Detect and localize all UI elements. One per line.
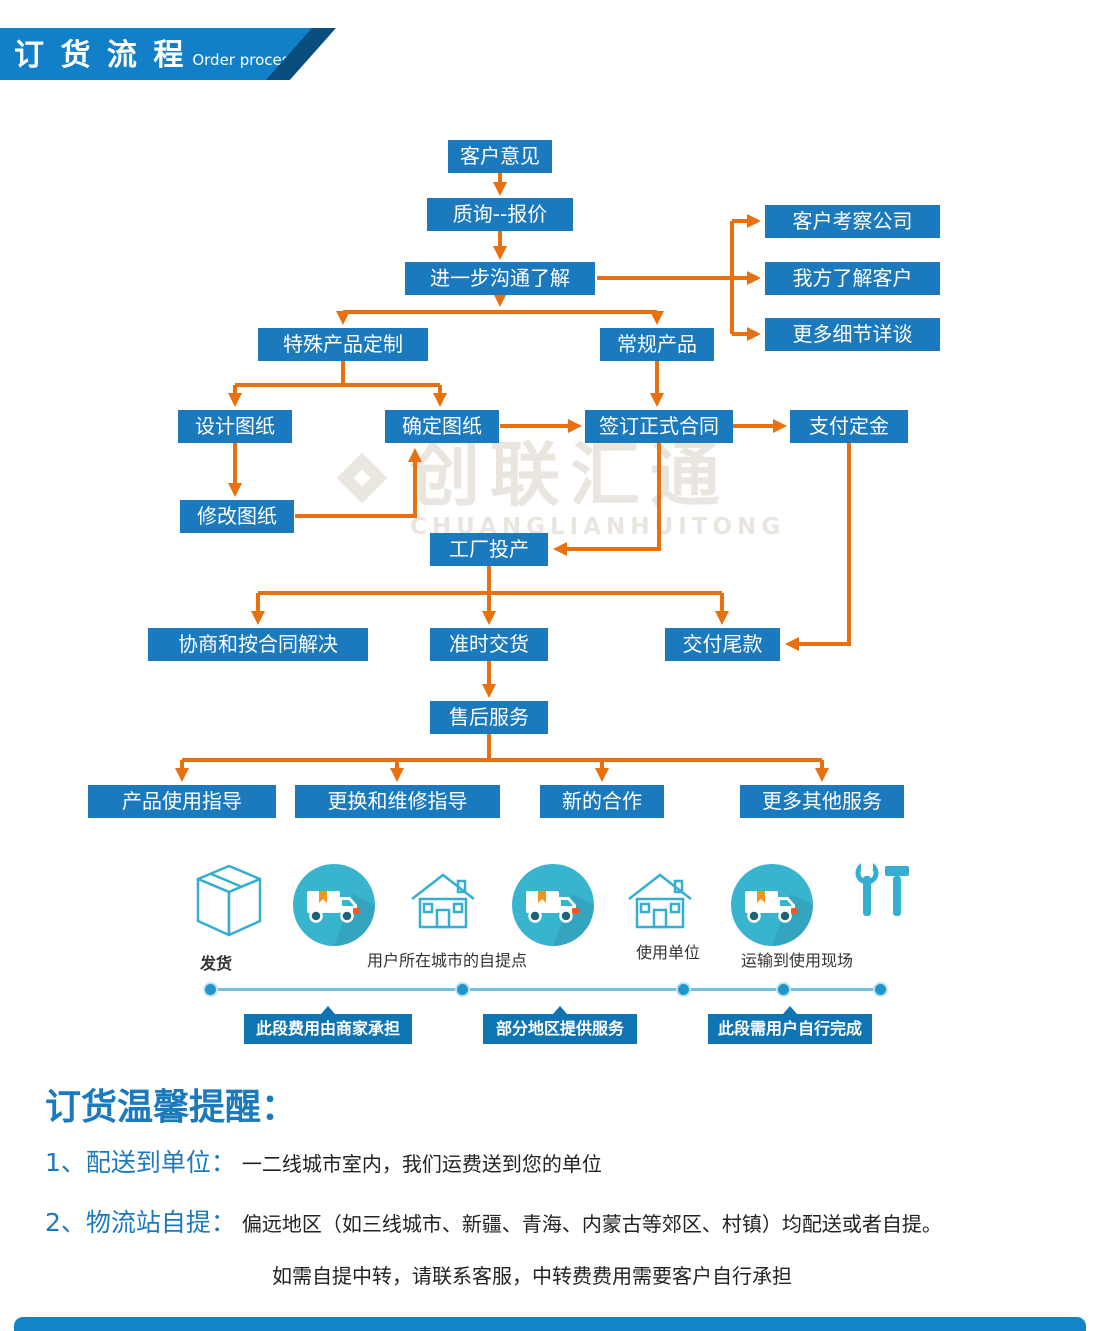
flow-node-modify-drawing: 修改图纸 xyxy=(180,500,294,533)
section-header: 订 货 流 程 Order process xyxy=(0,28,312,80)
flow-node-aftersale-service: 售后服务 xyxy=(430,701,548,734)
flow-node-factory-production: 工厂投产 xyxy=(430,533,548,566)
flow-node-ontime-delivery: 准时交货 xyxy=(430,628,548,661)
brand-watermark: 创联汇通 CHUANGLIANHUITONG xyxy=(330,438,785,540)
brand-logo-icon xyxy=(336,452,388,504)
next-section-bar xyxy=(14,1317,1086,1331)
flow-node-special-product-custom: 特殊产品定制 xyxy=(258,328,428,361)
timeline-dot xyxy=(676,982,691,997)
usage-unit-label: 使用单位 xyxy=(636,943,701,962)
flow-node-pay-balance: 交付尾款 xyxy=(665,628,780,661)
flow-node-more-other-services: 更多其他服务 xyxy=(740,785,904,818)
section-subtitle: Order process xyxy=(192,51,298,69)
timeline-line xyxy=(210,988,880,991)
timeline-dot xyxy=(873,982,888,997)
ship-label: 发货 xyxy=(200,954,233,973)
flow-node-new-cooperation: 新的合作 xyxy=(540,785,664,818)
tools-icon xyxy=(855,860,909,916)
pickup-label: 用户所在城市的自提点 xyxy=(367,951,528,970)
transport-label: 运输到使用现场 xyxy=(741,951,854,970)
flow-node-regular-product: 常规产品 xyxy=(600,328,714,361)
timeline-dot xyxy=(776,982,791,997)
delivery-truck-icon xyxy=(293,864,375,946)
ribbon-partial-service: 部分地区提供服务 xyxy=(483,1006,637,1044)
flow-node-inquiry-quote: 质询--报价 xyxy=(427,198,573,231)
flow-node-customer-visit-company: 客户考察公司 xyxy=(765,205,940,238)
reminder-item-2: 2、物流站自提： 偏远地区（如三线城市、新疆、青海、内蒙古等郊区、村镇）均配送或… xyxy=(45,1203,942,1239)
flow-node-replace-repair-guide: 更换和维修指导 xyxy=(295,785,500,818)
flow-node-pay-deposit: 支付定金 xyxy=(790,410,908,443)
section-title: 订 货 流 程 xyxy=(14,38,187,73)
flow-node-sign-contract: 签订正式合同 xyxy=(585,410,733,443)
delivery-truck-icon xyxy=(512,864,594,946)
reminder-item-2-text: 偏远地区（如三线城市、新疆、青海、内蒙古等郊区、村镇）均配送或者自提。 xyxy=(241,1212,942,1236)
reminder-item-1: 1、配送到单位： 一二线城市室内，我们运费送到您的单位 xyxy=(45,1143,602,1179)
usage-house-icon xyxy=(628,873,692,929)
reminder-item-1-text: 一二线城市室内，我们运费送到您的单位 xyxy=(241,1152,602,1176)
delivery-truck-icon xyxy=(731,864,813,946)
brand-name-cn: 创联汇通 xyxy=(410,434,730,516)
flow-node-customer-feedback: 客户意见 xyxy=(448,140,552,173)
timeline-dot xyxy=(455,982,470,997)
flow-node-further-communication: 进一步沟通了解 xyxy=(405,262,595,295)
timeline-dot xyxy=(203,982,218,997)
flow-node-negotiate-by-contract: 协商和按合同解决 xyxy=(148,628,368,661)
reminder-title: 订货温馨提醒： xyxy=(45,1087,298,1128)
pickup-house-icon xyxy=(411,873,475,929)
ribbon-merchant-cost: 此段费用由商家承担 xyxy=(244,1006,412,1044)
flow-node-confirm-drawing: 确定图纸 xyxy=(385,410,499,443)
reminder-item-1-label: 1、配送到单位： xyxy=(45,1148,236,1177)
reminder-item-2-label: 2、物流站自提： xyxy=(45,1208,236,1237)
flow-node-we-know-customer: 我方了解客户 xyxy=(765,262,940,295)
reminder-item-3-text: 如需自提中转，请联系客服，中转费费用需要客户自行承担 xyxy=(272,1264,792,1288)
flow-node-more-details-talk: 更多细节详谈 xyxy=(765,318,940,351)
ribbon-user-complete: 此段需用户自行完成 xyxy=(708,1006,872,1044)
shipping-box-icon xyxy=(196,864,262,937)
flow-node-design-drawing: 设计图纸 xyxy=(178,410,292,443)
flow-node-usage-guide: 产品使用指导 xyxy=(88,785,276,818)
